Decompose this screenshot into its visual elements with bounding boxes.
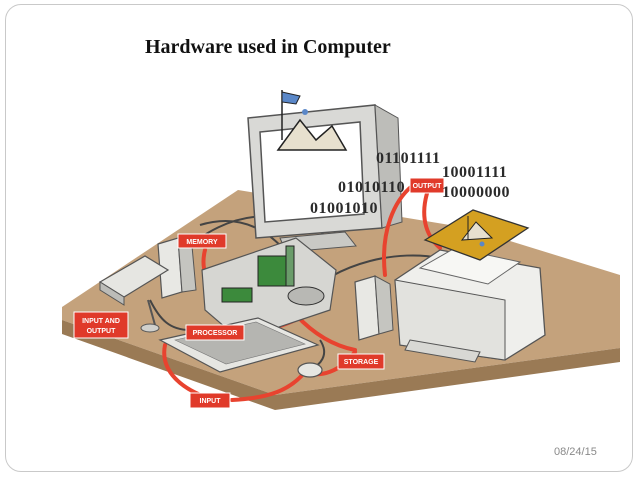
right-speaker <box>354 275 394 341</box>
label-output: OUTPUT <box>409 177 445 194</box>
binary-string: 10000000 <box>442 184 510 201</box>
printer <box>394 247 546 363</box>
desk-edge <box>62 320 620 410</box>
left-speaker <box>157 237 197 299</box>
label-storage: STORAGE <box>337 353 385 370</box>
svg-text:OUTPUT: OUTPUT <box>413 183 443 190</box>
svg-text:STORAGE: STORAGE <box>344 359 379 366</box>
microphone <box>140 299 160 333</box>
svg-text:INPUT: INPUT <box>200 398 222 405</box>
mountain-flag-icon <box>276 90 348 151</box>
svg-text:PROCESSOR: PROCESSOR <box>193 330 238 337</box>
svg-text:MEMORY: MEMORY <box>186 239 218 246</box>
label-memory: MEMORY <box>177 233 227 249</box>
binary-string: 10001111 <box>442 164 508 181</box>
binary-string: 01001010 <box>310 200 378 217</box>
label-input: INPUT <box>189 392 231 409</box>
label-input-and-output: INPUT AND OUTPUT <box>73 311 129 339</box>
label-processor: PROCESSOR <box>185 324 245 341</box>
scanner <box>98 255 170 306</box>
binary-string: 01010110 <box>338 179 406 196</box>
svg-text:INPUT AND: INPUT AND <box>82 318 120 325</box>
slide-title: Hardware used in Computer <box>145 36 391 58</box>
mouse <box>297 362 323 378</box>
printed-page <box>423 209 530 261</box>
computer-case <box>201 237 337 341</box>
slide-date: 08/24/15 <box>554 446 597 458</box>
cable <box>149 299 191 331</box>
svg-text:OUTPUT: OUTPUT <box>87 328 117 335</box>
binary-string: 01101111 <box>376 150 441 167</box>
